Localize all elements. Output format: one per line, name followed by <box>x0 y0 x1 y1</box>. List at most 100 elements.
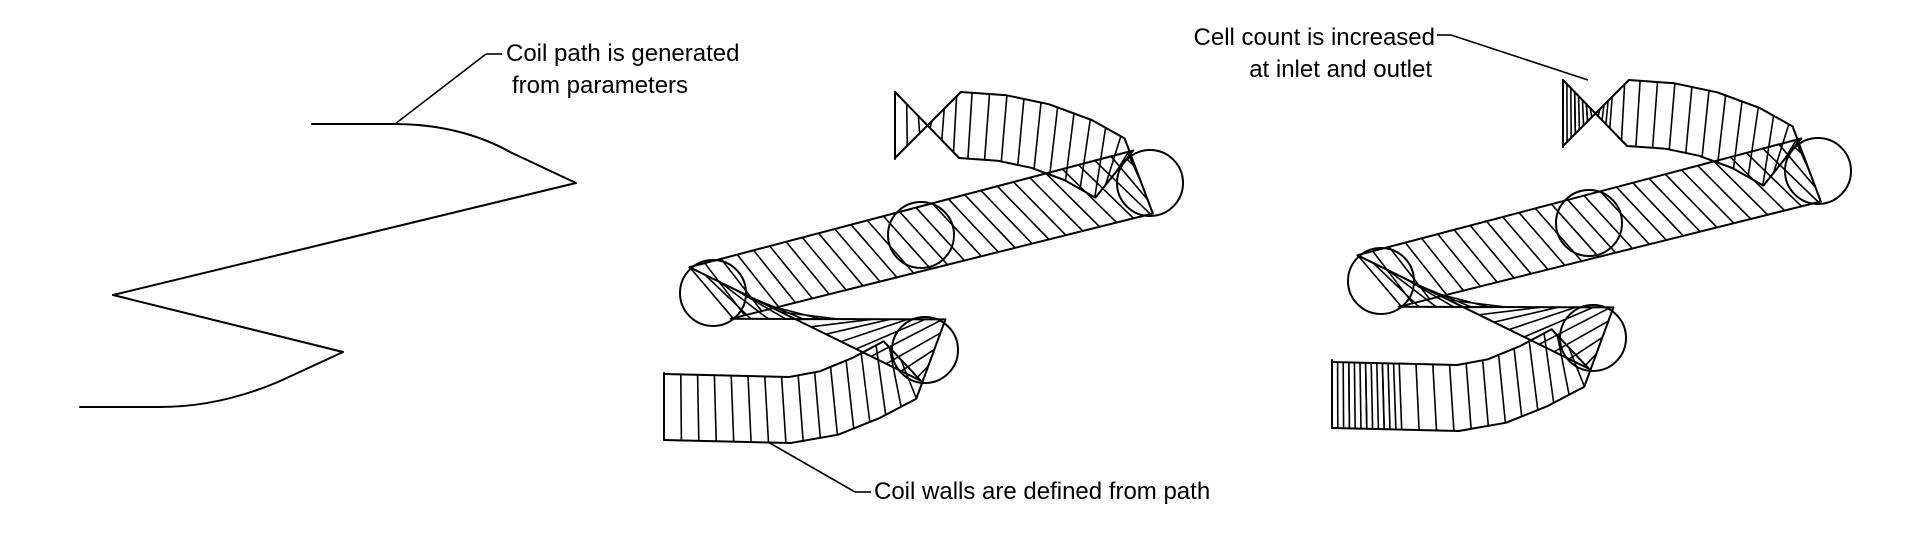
mesh-rung <box>1348 362 1351 429</box>
mesh-rung <box>1664 173 1718 228</box>
mesh-rung <box>736 254 780 308</box>
mesh-rung <box>941 108 945 141</box>
mesh-rung <box>980 189 1033 245</box>
mesh-rung <box>1448 299 1507 308</box>
mesh-rung <box>1772 124 1790 174</box>
mesh-rung <box>747 375 752 443</box>
mesh-rung <box>1353 362 1356 429</box>
mesh-rung <box>1538 306 1611 346</box>
mesh-rung <box>1364 362 1368 429</box>
mesh-rung <box>840 318 908 343</box>
mesh-rung <box>680 374 683 441</box>
mesh-rung <box>1381 363 1385 430</box>
mesh-rung <box>1550 203 1600 258</box>
mesh-rung <box>1680 169 1735 224</box>
mesh-rung <box>967 92 973 159</box>
mesh-rung <box>1045 172 1101 228</box>
mesh-rung <box>834 228 881 283</box>
mesh-rung <box>1513 348 1523 417</box>
path-annotation-line-2: from parameters <box>512 72 688 99</box>
mesh-rung <box>785 241 830 295</box>
mesh-rung <box>1697 165 1752 220</box>
mesh-rung <box>1508 306 1576 331</box>
mesh-rung <box>1518 212 1566 266</box>
mesh-rung <box>855 318 926 350</box>
mesh-rung <box>1581 100 1585 126</box>
mesh-rung <box>1778 143 1817 189</box>
mesh-rung <box>1615 186 1667 241</box>
mesh-rung <box>1585 104 1589 122</box>
mesh-rung <box>817 232 864 287</box>
mesh-rung <box>825 318 891 335</box>
mesh-rung <box>1465 363 1472 429</box>
mesh-rung <box>1049 107 1059 175</box>
mesh-rung <box>860 353 871 423</box>
mesh-rung <box>1415 363 1420 431</box>
walls-bend-circles <box>679 149 1184 384</box>
mesh-rung <box>1609 96 1613 129</box>
mesh-rung <box>885 332 941 365</box>
mesh-rung <box>1359 362 1362 429</box>
mesh-rung <box>1493 306 1559 323</box>
mesh-rung <box>1556 335 1570 395</box>
coil-path-line <box>79 123 577 408</box>
mesh-rung <box>1502 216 1549 271</box>
mesh-rung <box>1668 83 1676 150</box>
mesh-rung <box>1437 233 1481 287</box>
mesh-rung <box>1404 242 1448 296</box>
mesh-rung <box>696 374 700 441</box>
mesh-rung <box>964 194 1016 249</box>
mesh-rung <box>1685 86 1693 154</box>
mesh-rung <box>1573 92 1577 134</box>
mesh-rung <box>1094 160 1151 215</box>
mesh-rung <box>870 318 943 358</box>
mesh-rung <box>801 236 847 291</box>
mesh-rung <box>1110 155 1149 201</box>
mesh-rung <box>1717 95 1727 163</box>
bend-circle <box>1784 137 1852 205</box>
mesh-rung <box>1583 353 1597 368</box>
bend-circle <box>887 201 955 269</box>
walls-upper-wall <box>663 91 1135 382</box>
mesh-rung <box>1387 363 1391 430</box>
mesh-rung <box>1577 96 1581 130</box>
cells-upper-wall <box>1331 79 1803 370</box>
mesh-rung <box>689 267 735 320</box>
mesh-rung <box>882 215 932 270</box>
mesh-rung <box>1357 255 1403 308</box>
mesh-rung <box>1370 362 1374 430</box>
mesh-rung <box>996 185 1050 240</box>
bend-circle <box>1347 247 1415 315</box>
bend-circle <box>891 316 959 384</box>
mesh-rung <box>1094 127 1107 198</box>
mesh-rung <box>1033 102 1042 169</box>
mesh-rung <box>1651 82 1659 148</box>
mesh-rung <box>1104 136 1122 186</box>
mesh-rung <box>1376 363 1380 430</box>
mesh-rung <box>1497 354 1507 423</box>
mesh-rung <box>1553 320 1609 353</box>
mesh-rung <box>1372 262 1420 308</box>
mesh-rung <box>1583 195 1633 250</box>
mesh-rung <box>1064 113 1075 181</box>
cells-leader-line <box>1450 34 1589 81</box>
mesh-rung <box>1762 115 1775 186</box>
mesh-rung <box>915 365 929 380</box>
walls-annotation: Coil walls are defined from path <box>874 478 1210 505</box>
mesh-rung <box>1079 119 1092 190</box>
mesh-rung <box>931 202 982 257</box>
mesh-rung <box>730 375 735 442</box>
mesh-rung <box>1398 363 1403 430</box>
mesh-rung <box>829 366 839 435</box>
coil-walls-panel: Coil walls are defined from path <box>663 91 1210 505</box>
mesh-rung <box>1392 363 1397 430</box>
mesh-rung <box>813 372 822 438</box>
mesh-rung <box>983 94 991 160</box>
mesh-rung <box>1632 182 1684 237</box>
mesh-rung <box>917 116 921 134</box>
mesh-rung <box>952 96 958 153</box>
mesh-rung <box>1000 95 1008 162</box>
mesh-rung <box>1745 152 1803 207</box>
cells-bend-circles <box>1347 137 1852 372</box>
